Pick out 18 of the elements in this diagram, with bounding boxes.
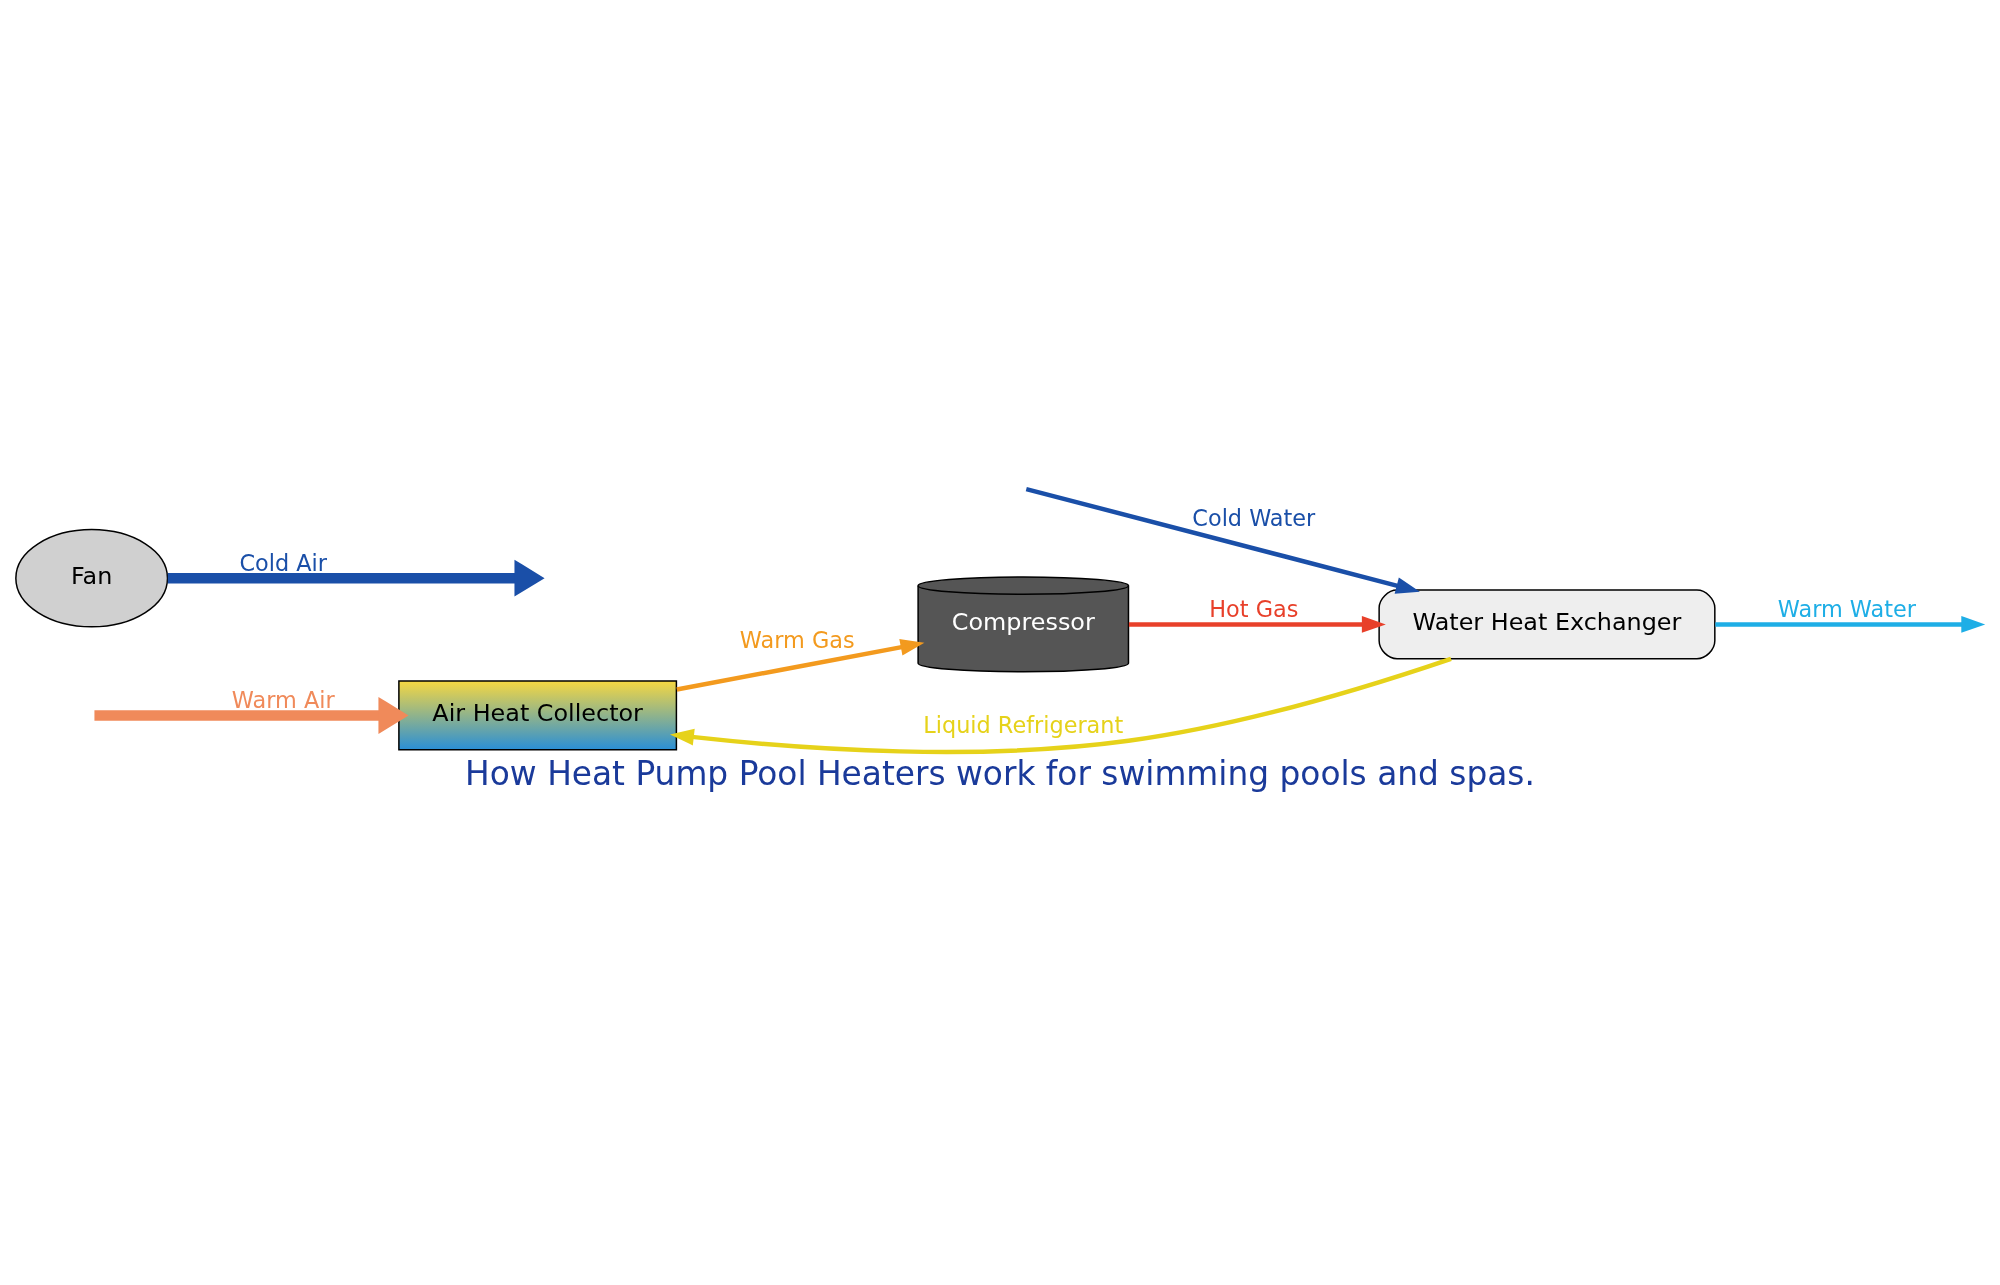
- node-box: Water Heat Exchanger: [1378, 588, 1716, 659]
- arrow: [1128, 615, 1386, 633]
- edge-label: Cold Air: [239, 549, 328, 576]
- edge-label: Warm Air: [231, 686, 335, 713]
- arrow: [676, 638, 925, 692]
- edge-label: Liquid Refrigerant: [923, 711, 1124, 738]
- arrow: [1715, 615, 1986, 633]
- edge-label: Cold Water: [1192, 504, 1316, 531]
- arrow: [1025, 486, 1420, 594]
- edge-label: Hot Gas: [1209, 595, 1299, 622]
- arrow: [167, 559, 545, 597]
- node-box: Air Heat Collector: [398, 679, 678, 750]
- arrow: [670, 656, 1452, 754]
- edge-label: Warm Gas: [739, 626, 855, 653]
- edge-label: Warm Water: [1777, 595, 1916, 622]
- caption: How Heat Pump Pool Heaters work for swimming pools and spas.: [465, 754, 1535, 793]
- arrow: [94, 696, 409, 734]
- node-ellipse: Fan: [15, 528, 169, 627]
